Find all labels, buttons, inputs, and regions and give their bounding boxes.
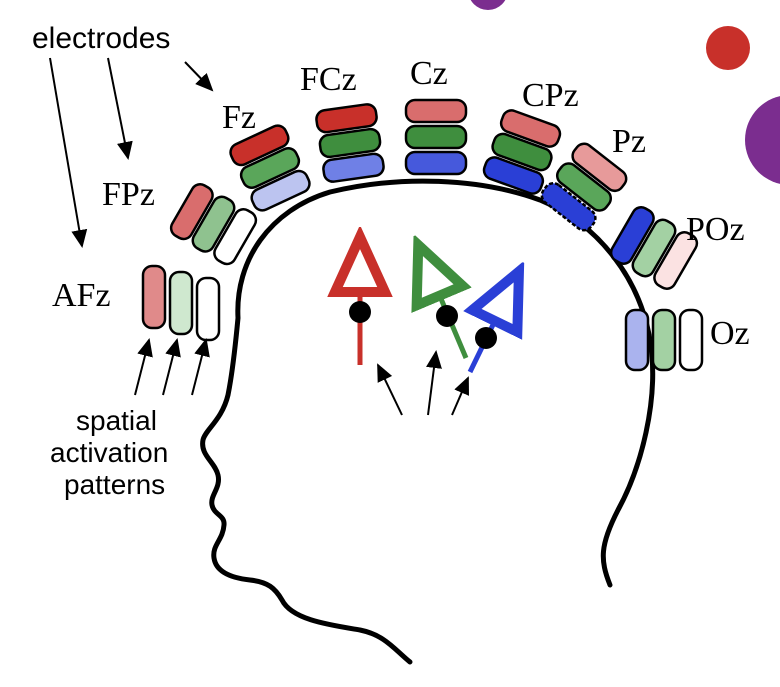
electrode-fpz-red [169,183,214,241]
label-afz: AFz [52,277,111,314]
electrode-pz-red [571,142,628,193]
electrode-oz [624,308,704,372]
electrode-pz-blue [540,181,597,232]
electrode-oz-blue [624,308,650,372]
electrode-fpz [169,183,258,266]
arrow-sap-3 [191,338,210,396]
electrode-poz-blue [609,206,655,265]
electrode-afz-red [141,264,167,330]
electrode-afz [141,264,221,342]
electrode-fz-green [239,147,301,189]
label-pz: Pz [612,123,646,160]
electrode-fpz-green [191,195,236,253]
label-oz: Oz [710,315,750,352]
electrode-cpz-green [491,132,553,172]
electrode-poz-red [653,231,699,290]
electrode-pz-green [555,162,613,212]
decor-dot-purple [745,96,780,184]
decor-dot-red [706,26,750,70]
electrode-cpz-blue [482,156,545,195]
label-fz: Fz [222,99,256,136]
arrow-electrodes-afz [49,57,88,248]
label-fcz: FCz [300,61,357,98]
arrow-source-2 [426,350,442,416]
arrow-electrodes-fpz [107,57,133,160]
electrode-fcz [315,103,385,183]
electrode-poz [609,206,699,290]
electrode-fcz-green [318,127,382,159]
arrow-source-1 [377,363,403,416]
electrode-cpz-red [499,109,562,148]
electrode-pz [540,142,628,232]
electrode-oz-red [678,308,704,372]
electrode-fcz-blue [322,152,385,183]
electrode-fz [229,124,311,212]
electrode-fz-blue [250,169,311,212]
electrode-cz-blue [404,150,468,176]
electrode-cz [404,98,468,176]
electrode-fcz-red [315,103,378,134]
head-outline [200,178,656,665]
source-red [349,262,371,365]
electrode-afz-green [168,270,194,336]
arrow-electrodes-fz [184,61,214,92]
label-sap-line2: activation [50,437,168,468]
source-green [428,268,466,359]
label-cpz: CPz [522,77,579,114]
electrode-cz-green [404,124,468,150]
electrode-cz-red [404,98,468,124]
electrode-afz-blue [195,276,221,342]
electrode-oz-green [651,308,677,372]
label-sap-line1: spatial [76,405,157,436]
label-cz: Cz [410,55,448,92]
electrode-cpz [482,109,562,195]
label-poz: POz [686,211,745,248]
electrode-fpz-blue [213,208,258,266]
label-sap-line3: patterns [64,469,165,500]
label-electrodes: electrodes [32,22,170,55]
electrode-fz-red [229,124,290,167]
arrow-sap-2 [162,338,181,396]
decor-dot-purple-top [470,0,506,10]
electrode-poz-green [631,218,677,278]
source-blue [470,294,508,374]
arrow-source-3 [451,376,469,416]
arrow-sap-1 [134,338,153,396]
label-fpz: FPz [102,176,155,213]
